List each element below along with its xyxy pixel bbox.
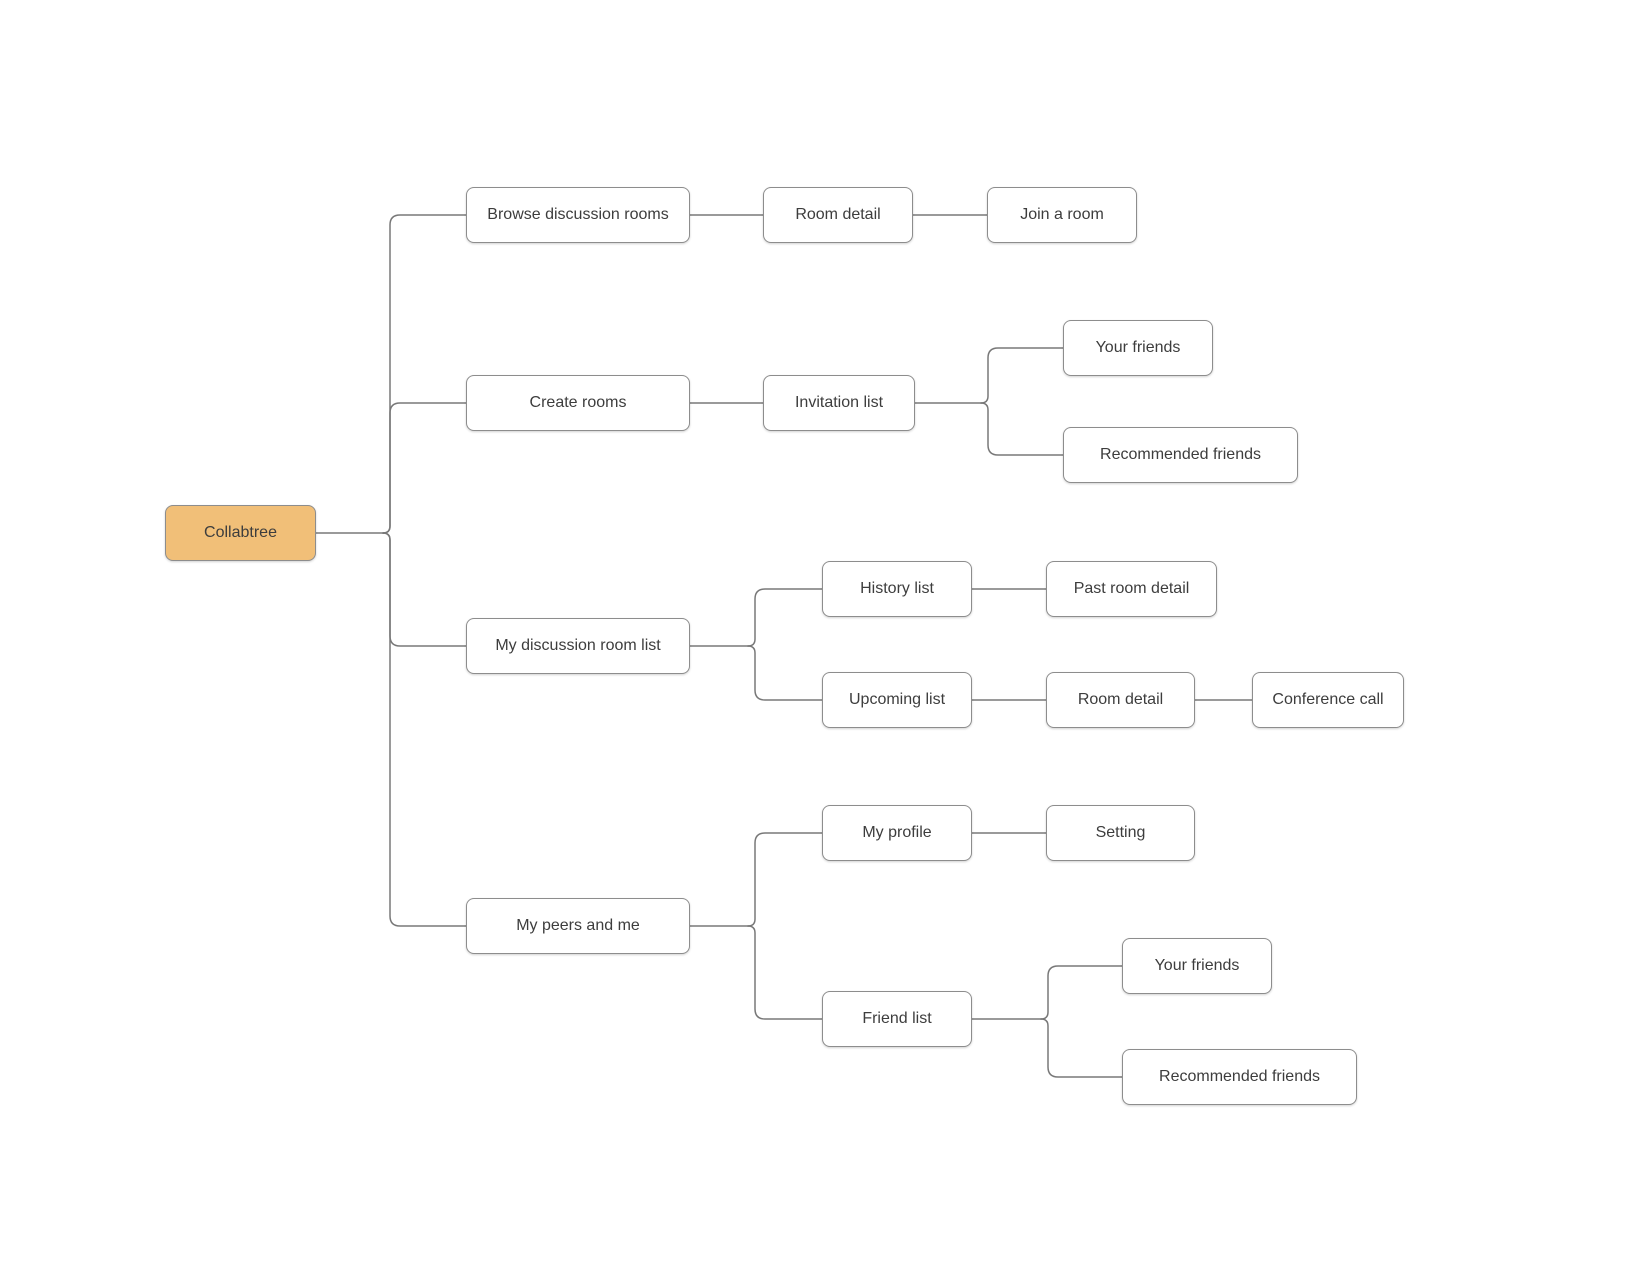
node-create-rooms[interactable]: Create rooms [466,375,690,431]
node-label-collabtree: Collabtree [204,524,277,541]
node-conference-call[interactable]: Conference call [1252,672,1404,728]
node-history-list[interactable]: History list [822,561,972,617]
node-invitation-list[interactable]: Invitation list [763,375,915,431]
node-label-create-rooms: Create rooms [529,394,627,411]
node-browse[interactable]: Browse discussion rooms [466,187,690,243]
node-label-friend-list: Friend list [862,1010,932,1027]
node-label-recommended-1: Recommended friends [1100,446,1261,463]
node-friend-list[interactable]: Friend list [822,991,972,1047]
node-label-conference-call: Conference call [1272,691,1384,708]
node-label-join-room: Join a room [1020,206,1104,223]
node-your-friends-1[interactable]: Your friends [1063,320,1213,376]
node-label-invitation-list: Invitation list [794,394,884,411]
node-label-my-room-list: My discussion room list [495,637,661,654]
node-label-room-detail-2: Room detail [1077,691,1164,708]
node-label-my-peers: My peers and me [516,917,640,934]
node-my-peers[interactable]: My peers and me [466,898,690,954]
node-your-friends-2[interactable]: Your friends [1122,938,1272,994]
node-label-my-profile: My profile [862,824,932,841]
node-label-room-detail-1: Room detail [795,206,881,223]
node-label-setting: Setting [1095,824,1146,841]
node-past-room-detail[interactable]: Past room detail [1046,561,1217,617]
node-my-profile[interactable]: My profile [822,805,972,861]
node-join-room[interactable]: Join a room [987,187,1137,243]
node-recommended-1[interactable]: Recommended friends [1063,427,1298,483]
node-label-history-list: History list [860,580,934,597]
node-label-browse: Browse discussion rooms [487,206,669,223]
node-label-upcoming-list: Upcoming list [848,691,946,708]
node-collabtree[interactable]: Collabtree [165,505,316,561]
node-label-recommended-2: Recommended friends [1159,1068,1320,1085]
node-label-your-friends-2: Your friends [1154,957,1240,974]
node-label-your-friends-1: Your friends [1095,339,1181,356]
node-my-room-list[interactable]: My discussion room list [466,618,690,674]
node-room-detail-2[interactable]: Room detail [1046,672,1195,728]
node-label-past-room-detail: Past room detail [1073,580,1190,597]
node-setting[interactable]: Setting [1046,805,1195,861]
node-room-detail-1[interactable]: Room detail [763,187,913,243]
node-upcoming-list[interactable]: Upcoming list [822,672,972,728]
node-recommended-2[interactable]: Recommended friends [1122,1049,1357,1105]
